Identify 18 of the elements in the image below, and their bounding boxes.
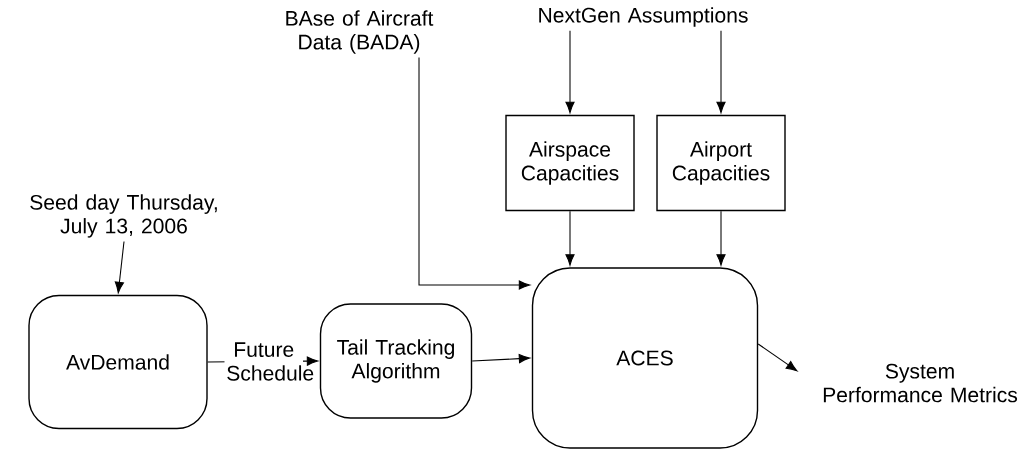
arrow (565, 210, 575, 266)
arrow (565, 30, 575, 114)
input-label: NextGen Assumptions (539, 7, 748, 27)
edge-label: Future Schedule (224, 340, 314, 383)
arrow (757, 343, 798, 372)
process-box: ACES (531, 267, 759, 449)
arrow (716, 210, 726, 266)
arrow (716, 30, 726, 114)
capacity-box: Airspace Capacities (505, 114, 635, 212)
process-box: AvDemand (28, 294, 208, 430)
process-box: Tail Tracking Algorithm (319, 303, 473, 419)
input-label: BAse of Aircraft Data (BADA) (286, 10, 434, 54)
arrow (418, 57, 531, 290)
input-label: Seed day Thursday, July 13, 2006 (30, 194, 217, 238)
capacity-box: Airport Capacities (656, 114, 786, 212)
arrow (471, 354, 531, 364)
arrow (114, 241, 125, 294)
input-label: System Performance Metrics (823, 363, 1018, 403)
